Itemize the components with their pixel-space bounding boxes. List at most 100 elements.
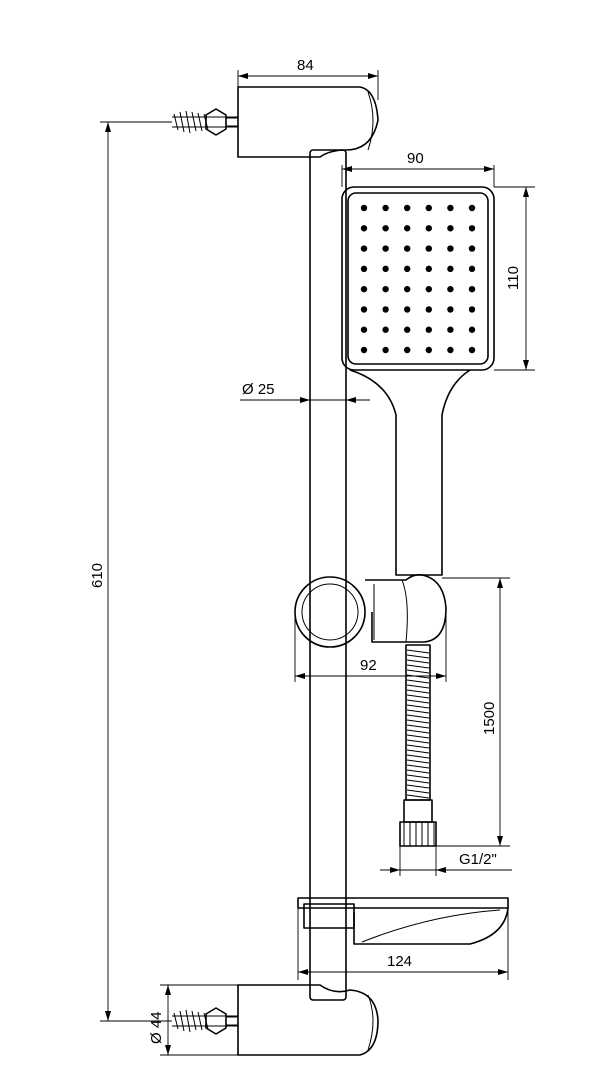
- dimension-handshower-height: 110: [494, 186, 535, 371]
- hose-coil-line: [406, 679, 430, 684]
- nozzle: [360, 326, 368, 333]
- nozzle: [468, 204, 476, 212]
- nozzle: [404, 204, 411, 212]
- nozzle: [382, 204, 389, 212]
- hose-coil-line: [406, 664, 430, 669]
- nozzle: [382, 225, 389, 232]
- hand-shower-handle: [349, 369, 471, 576]
- hose-coil-line: [406, 704, 430, 709]
- dimension-bracket-diameter: Ø 44: [148, 984, 238, 1056]
- nozzle: [382, 306, 389, 313]
- dimension-hose-length: 1500: [436, 577, 510, 847]
- nozzle: [382, 346, 389, 354]
- nozzle: [404, 346, 411, 354]
- top-wall-anchor-screw: [172, 108, 239, 136]
- dimension-rail-height: 610: [89, 121, 172, 1022]
- dimension-label-1500: 1500: [481, 702, 498, 735]
- nozzle: [360, 306, 368, 313]
- dimension-label-610: 610: [89, 563, 106, 588]
- hose-coil-line: [406, 724, 430, 729]
- nozzle: [404, 245, 411, 252]
- dimension-soap-dish-width: 124: [297, 908, 509, 980]
- nozzle: [447, 306, 454, 313]
- nozzle: [404, 306, 411, 313]
- nozzle: [382, 265, 389, 273]
- nozzle: [468, 225, 476, 232]
- nozzle: [425, 285, 432, 293]
- hose-coil-line: [406, 784, 430, 789]
- nozzle: [425, 346, 432, 354]
- shower-hose: [399, 644, 437, 847]
- top-wall-bracket: [237, 86, 379, 158]
- nozzle: [468, 346, 476, 354]
- nozzle: [468, 306, 476, 313]
- hose-coil-line: [406, 749, 430, 754]
- dimension-holder-width: 92: [294, 612, 447, 682]
- hose-coil-line: [406, 669, 430, 674]
- hose-coil-line: [406, 699, 430, 704]
- nozzle: [360, 265, 368, 273]
- nozzle: [468, 245, 476, 252]
- dimension-rail-diameter: Ø 25: [240, 381, 370, 403]
- hose-coil-line: [406, 774, 430, 779]
- nozzle: [360, 225, 368, 232]
- hose-coil-line: [406, 789, 430, 794]
- dimension-label-rail-diameter: Ø 25: [242, 381, 275, 398]
- nozzle: [425, 204, 432, 212]
- hose-coil-line: [406, 729, 430, 734]
- nozzle: [447, 265, 454, 273]
- hose-coil-line: [406, 739, 430, 744]
- nozzle: [447, 204, 454, 212]
- nozzle: [447, 346, 454, 354]
- nozzle: [447, 285, 454, 293]
- nozzle: [425, 225, 432, 232]
- dimension-label-bracket-diameter: Ø 44: [148, 1011, 165, 1044]
- hose-coil-line: [406, 689, 430, 694]
- dimension-bracket-width: 84: [237, 57, 379, 100]
- nozzle: [447, 326, 454, 333]
- hose-coil-line: [406, 674, 430, 679]
- slide-rail: [309, 149, 347, 1001]
- nozzle: [468, 285, 476, 293]
- dimension-connection-thread: G1/2": [380, 846, 512, 876]
- hose-coil-line: [406, 759, 430, 764]
- nozzle: [360, 285, 368, 293]
- hose-coil-line: [406, 794, 430, 799]
- nozzle: [425, 326, 432, 333]
- hose-coil-line: [406, 764, 430, 769]
- bottom-wall-bracket: [237, 984, 379, 1056]
- dimension-label-thread: G1/2": [459, 851, 497, 868]
- dimension-label-90: 90: [407, 150, 424, 167]
- nozzle: [382, 326, 389, 333]
- dimension-label-92: 92: [360, 657, 377, 674]
- nozzle: [382, 285, 389, 293]
- nozzle: [425, 245, 432, 252]
- nozzle: [468, 326, 476, 333]
- hose-coils: [406, 649, 430, 799]
- dimension-handshower-width: 90: [341, 150, 495, 187]
- nozzle: [447, 225, 454, 232]
- nozzle: [360, 204, 368, 212]
- hose-coil-line: [406, 694, 430, 699]
- slider-holder: [294, 573, 447, 648]
- nozzle: [447, 245, 454, 252]
- hose-coil-line: [406, 744, 430, 749]
- dimension-label-110: 110: [505, 266, 522, 290]
- soap-dish: [297, 897, 509, 945]
- nozzle: [404, 225, 411, 232]
- bottom-wall-anchor-screw: [172, 1007, 239, 1035]
- nozzle: [404, 326, 411, 333]
- nozzle: [404, 265, 411, 273]
- nozzle: [360, 346, 368, 354]
- nozzle: [425, 265, 432, 273]
- hose-coil-line: [406, 649, 430, 654]
- hose-coil-line: [406, 714, 430, 719]
- nozzle: [360, 245, 368, 252]
- dimension-label-84: 84: [297, 57, 314, 74]
- hose-coil-line: [406, 754, 430, 759]
- hand-shower-head: [341, 186, 495, 371]
- nozzle: [382, 245, 389, 252]
- nozzle: [404, 285, 411, 293]
- hose-coil-line: [406, 734, 430, 739]
- hose-coil-line: [406, 659, 430, 664]
